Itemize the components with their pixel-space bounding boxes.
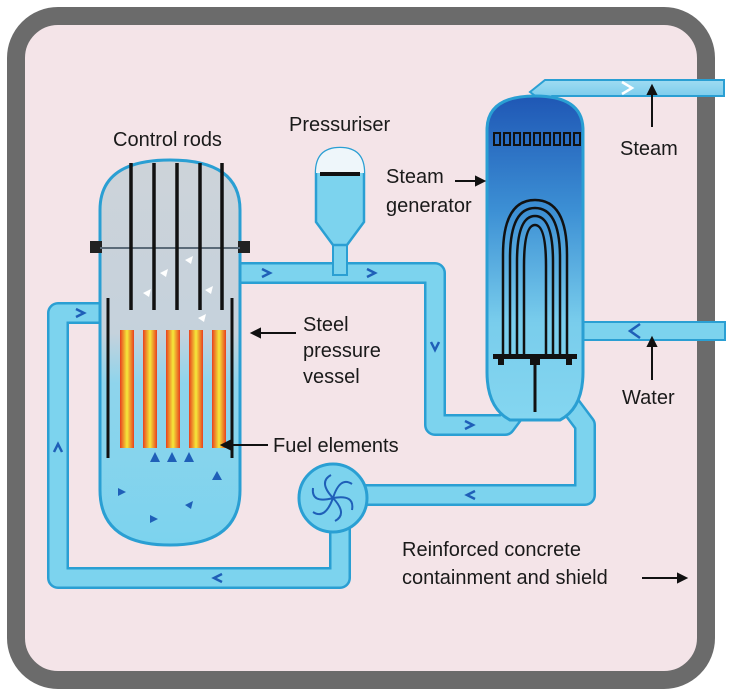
control-rods: [129, 163, 224, 310]
pipe-flow-arrows: [52, 267, 476, 584]
steam-generator-label-line2: generator: [386, 195, 472, 217]
fuel-elements: [120, 330, 226, 448]
containment-label-line1: Reinforced concrete: [402, 539, 581, 561]
pressuriser: [314, 146, 366, 276]
water-label: Water: [622, 387, 675, 409]
steam-generator: [485, 94, 585, 422]
control-rods-label: Control rods: [113, 129, 222, 151]
vessel-flow-arrows: [118, 256, 222, 523]
steel-vessel-label-line3: vessel: [303, 366, 360, 388]
water-flow-arrow: [627, 322, 641, 340]
containment-label-line2: containment and shield: [402, 567, 608, 589]
steel-vessel-label-line2: pressure: [303, 340, 381, 362]
steel-vessel-label-line1: Steel: [303, 314, 349, 336]
pressuriser-label: Pressuriser: [289, 114, 390, 136]
steam-generator-label-line1: Steam: [386, 166, 444, 188]
water-pipe: [574, 321, 726, 341]
coolant-pump: [297, 462, 369, 534]
steam-label: Steam: [620, 138, 678, 160]
label-pointers: [219, 83, 689, 584]
fuel-elements-label: Fuel elements: [273, 435, 399, 457]
steam-flow-arrow: [621, 80, 635, 96]
